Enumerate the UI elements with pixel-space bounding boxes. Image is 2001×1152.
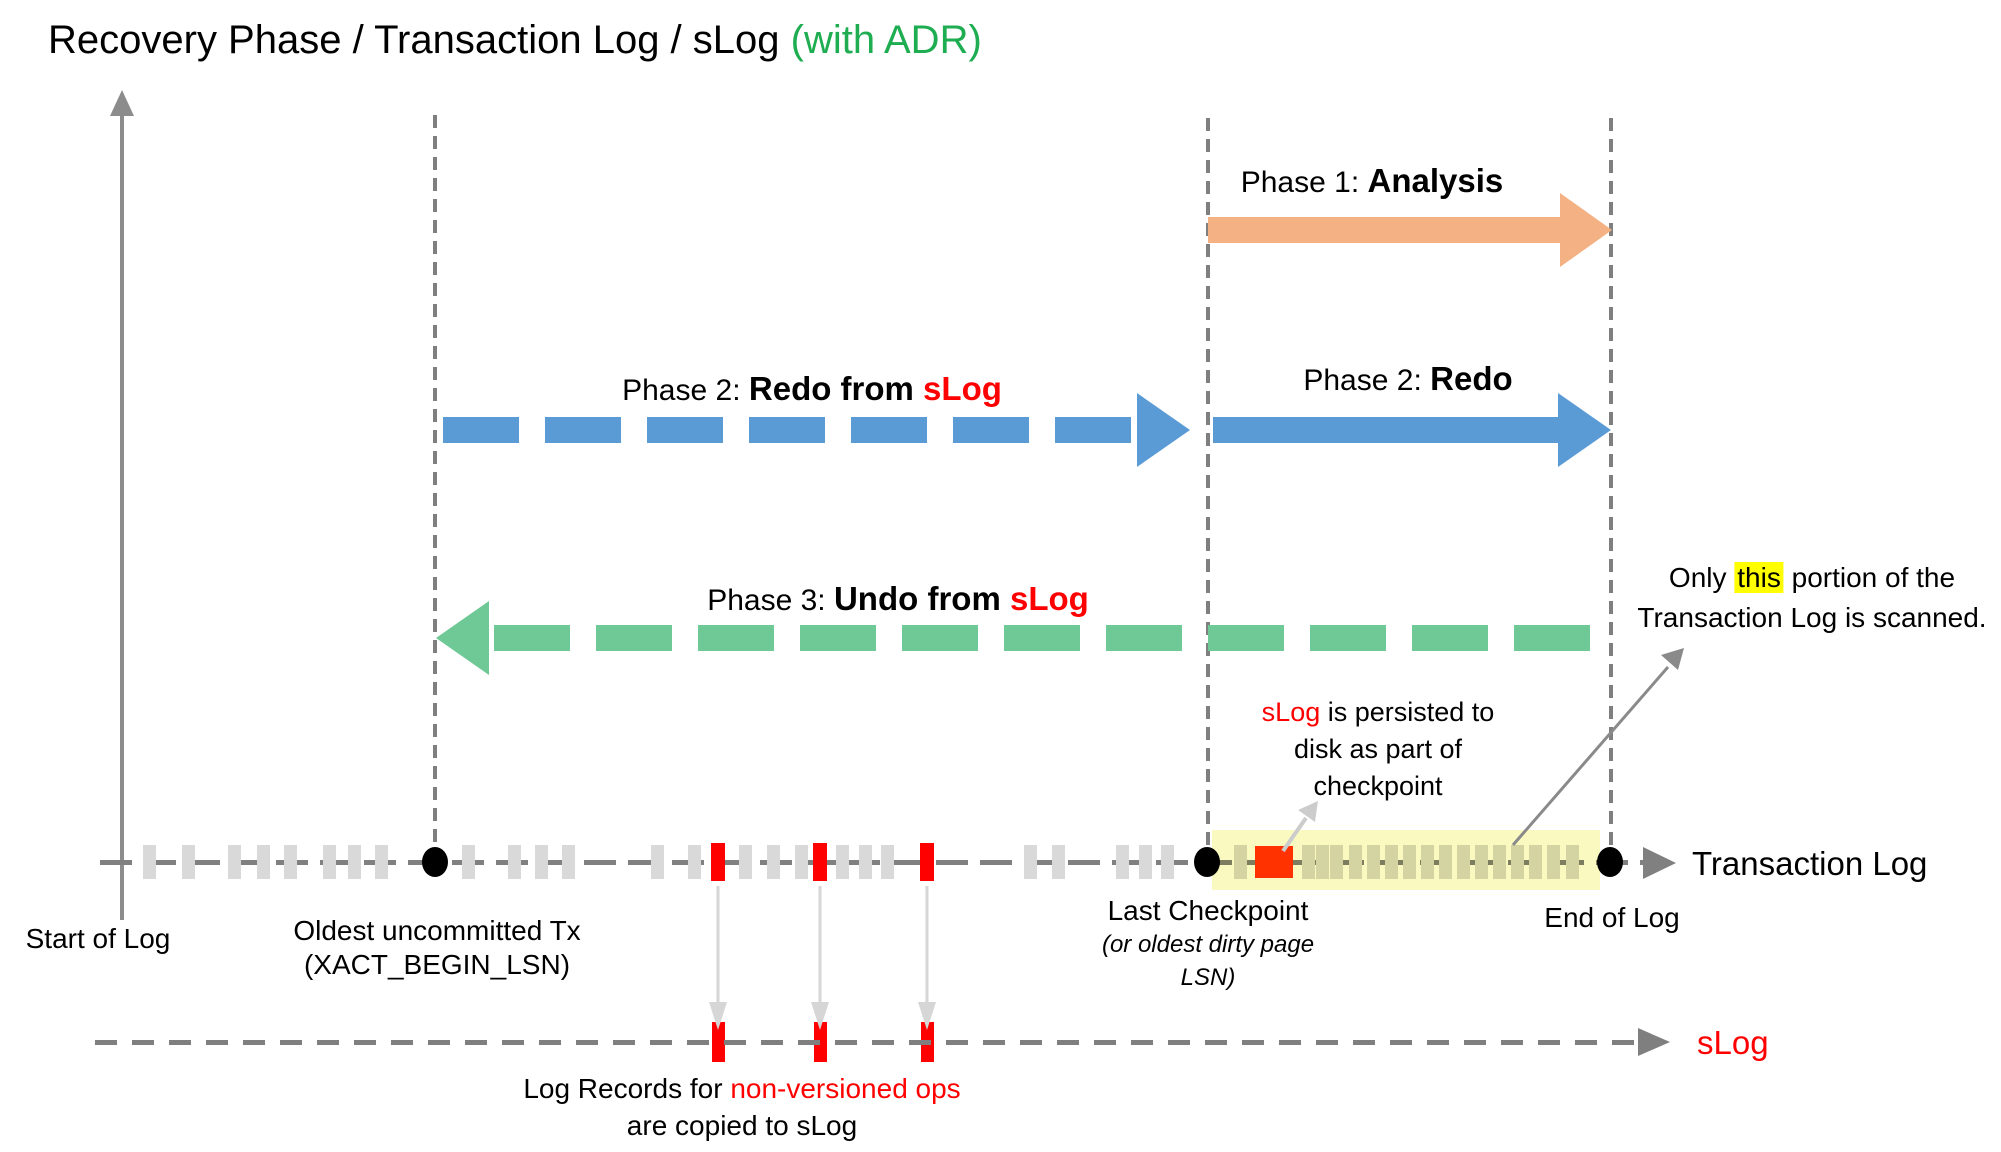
copy-note: Log Records for non-versioned ops are co… xyxy=(523,1070,960,1144)
phase2-redo-from-slog-label: Phase 2: Redo from sLog xyxy=(622,370,1002,408)
transaction-log-label: Transaction Log xyxy=(1692,845,1928,882)
copy-note-accent: non-versioned ops xyxy=(730,1073,961,1104)
log-record-tick xyxy=(461,845,475,879)
phase2l-prefix: Phase 2: xyxy=(622,374,749,407)
slog-arrow-icon xyxy=(1638,1028,1670,1056)
scan-note-line2: Transaction Log is scanned. xyxy=(1637,602,1987,633)
last-checkpoint-label: Last Checkpoint (or oldest dirty page LS… xyxy=(1102,894,1314,994)
title-main: Recovery Phase / Transaction Log / sLog xyxy=(48,18,791,62)
persist-note-line1: sLog is persisted to xyxy=(1262,694,1495,731)
log-record-tick xyxy=(687,845,701,879)
log-record-tick xyxy=(794,845,808,879)
log-record-tick xyxy=(650,845,664,879)
log-record-tick xyxy=(835,845,849,879)
log-record-tick xyxy=(858,845,872,879)
transaction-log-arrow-icon xyxy=(1643,847,1676,879)
scan-pointer-arrow xyxy=(1511,648,1684,846)
non-versioned-op-tick xyxy=(920,843,934,881)
phase2l-name: Redo from xyxy=(748,370,924,407)
log-record-tick xyxy=(1023,845,1037,879)
copy-note-line1: Log Records for non-versioned ops xyxy=(523,1070,960,1107)
phase1-prefix: Phase 1: xyxy=(1240,166,1368,199)
scan-note-line1: Only this portion of the xyxy=(1637,558,1986,598)
phase2r-prefix: Phase 2: xyxy=(1303,364,1431,397)
persist-note-accent: sLog xyxy=(1261,697,1321,727)
phase3-arrow-head-icon xyxy=(436,601,489,675)
log-record-tick xyxy=(347,845,361,879)
last-checkpoint-label-line1: Last Checkpoint xyxy=(1107,895,1309,926)
persist-note: sLog is persisted to disk as part of che… xyxy=(1262,694,1495,805)
phase3-label: Phase 3: Undo from sLog xyxy=(707,580,1089,618)
copy-note-line2: are copied to sLog xyxy=(626,1110,858,1141)
last-checkpoint-label-line2: (or oldest dirty page xyxy=(1101,931,1315,958)
log-record-tick xyxy=(738,845,752,879)
log-record-tick xyxy=(181,845,195,879)
non-versioned-op-tick xyxy=(711,843,725,881)
phase2l-accent: sLog xyxy=(923,370,1002,407)
log-record-tick xyxy=(561,845,575,879)
page-title: Recovery Phase / Transaction Log / sLog … xyxy=(48,18,982,63)
persist-note-line2: disk as part of xyxy=(1293,734,1463,764)
phase3-prefix: Phase 3: xyxy=(707,584,834,617)
transaction-log-axis xyxy=(100,860,1645,865)
log-record-tick xyxy=(1160,845,1174,879)
oldest-tx-label: Oldest uncommitted Tx (XACT_BEGIN_LSN) xyxy=(293,914,580,982)
copy-down-arrow xyxy=(709,886,936,1030)
scan-note-highlighted-word: this xyxy=(1734,562,1784,593)
persist-note-line3: checkpoint xyxy=(1313,771,1443,801)
vertical-axis-line xyxy=(120,112,124,920)
log-record-tick xyxy=(374,845,388,879)
phase2-dashed-arrow-head-icon xyxy=(1137,393,1190,467)
end-of-log-label: End of Log xyxy=(1544,902,1680,933)
phase3-undo-from-slog-arrow xyxy=(494,625,1611,651)
log-record-tick xyxy=(1138,845,1152,879)
phase2-arrow-head-icon xyxy=(1558,393,1611,467)
log-record-tick xyxy=(1051,845,1065,879)
log-record-tick xyxy=(507,845,521,879)
last-checkpoint-label-line3: LSN) xyxy=(1180,964,1236,991)
scan-note-pre: Only xyxy=(1668,562,1735,593)
non-versioned-op-tick xyxy=(813,843,827,881)
copy-note-pre: Log Records for xyxy=(523,1073,731,1104)
log-record-tick xyxy=(1115,845,1129,879)
log-record-tick xyxy=(283,845,297,879)
log-record-tick xyxy=(142,845,156,879)
phase1-analysis-arrow xyxy=(1208,217,1560,243)
log-record-tick xyxy=(766,845,780,879)
guide-line-last-checkpoint xyxy=(1206,118,1210,852)
scan-note: Only this portion of the Transaction Log… xyxy=(1637,558,1987,638)
end-of-log-dot xyxy=(1597,847,1623,877)
log-record-tick xyxy=(322,845,336,879)
start-of-log-label: Start of Log xyxy=(25,923,171,954)
log-record-tick xyxy=(880,845,894,879)
checkpoint-slog-record-block xyxy=(1255,846,1293,878)
oldest-tx-label-line1: Oldest uncommitted Tx xyxy=(293,915,581,946)
guide-line-oldest-tx xyxy=(433,115,437,857)
guide-line-end-of-log xyxy=(1609,118,1613,854)
phase3-name: Undo from xyxy=(833,580,1010,617)
oldest-tx-dot xyxy=(422,847,448,877)
phase2-redo-from-slog-arrow xyxy=(443,417,1143,443)
slog-axis xyxy=(95,1040,1638,1045)
phase2-redo-label: Phase 2: Redo xyxy=(1303,360,1512,398)
phase2r-name: Redo xyxy=(1430,360,1513,397)
oldest-tx-label-line2: (XACT_BEGIN_LSN) xyxy=(303,949,571,980)
log-record-tick xyxy=(256,845,270,879)
phase2-redo-arrow xyxy=(1213,417,1558,443)
vertical-axis-arrow-icon xyxy=(110,90,134,116)
phase3-accent: sLog xyxy=(1009,580,1089,617)
persist-note-line1-rest: is persisted to xyxy=(1320,697,1495,727)
phase1-name: Analysis xyxy=(1367,162,1504,199)
log-record-tick xyxy=(227,845,241,879)
scan-note-post: portion of the xyxy=(1783,562,1956,593)
phase1-arrow-head-icon xyxy=(1560,193,1612,267)
phase1-label: Phase 1: Analysis xyxy=(1241,162,1504,200)
log-record-tick xyxy=(534,845,548,879)
slog-label: sLog xyxy=(1697,1024,1769,1061)
title-adr-suffix: (with ADR) xyxy=(790,18,982,62)
